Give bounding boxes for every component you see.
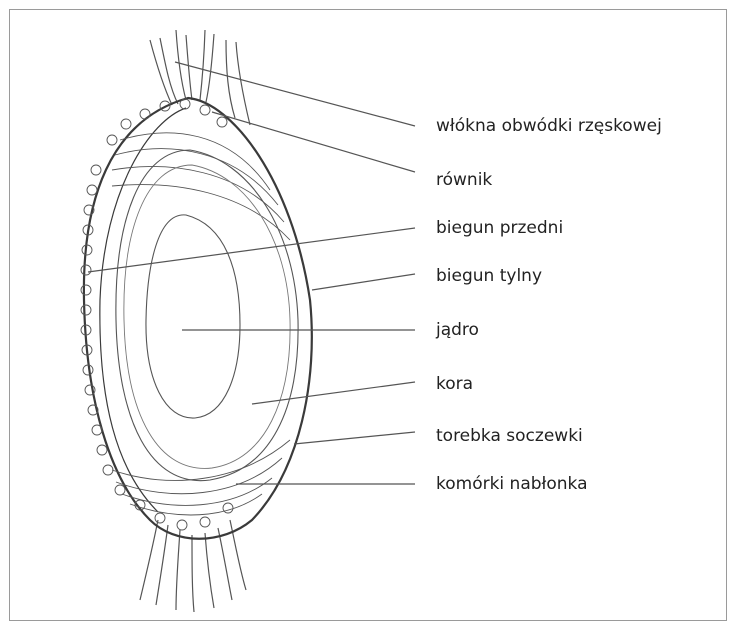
label-equator: równik (436, 170, 492, 190)
epithelial-cells (81, 99, 233, 530)
cortex-fibers (112, 133, 290, 515)
label-cortex: kora (436, 374, 473, 394)
cortex-boundary (116, 150, 298, 481)
lens-nucleus (146, 215, 240, 418)
label-lens-capsule: torebka soczewki (436, 426, 583, 446)
label-zonular-fibers: włókna obwódki rzęskowej (436, 116, 662, 136)
cortex-inner-ring (124, 165, 290, 468)
label-epithelial-cells: komórki nabłonka (436, 474, 588, 494)
lens-capsule (84, 98, 312, 539)
label-nucleus: jądro (436, 320, 479, 340)
label-posterior-pole: biegun tylny (436, 266, 542, 286)
label-anterior-pole: biegun przedni (436, 218, 563, 238)
